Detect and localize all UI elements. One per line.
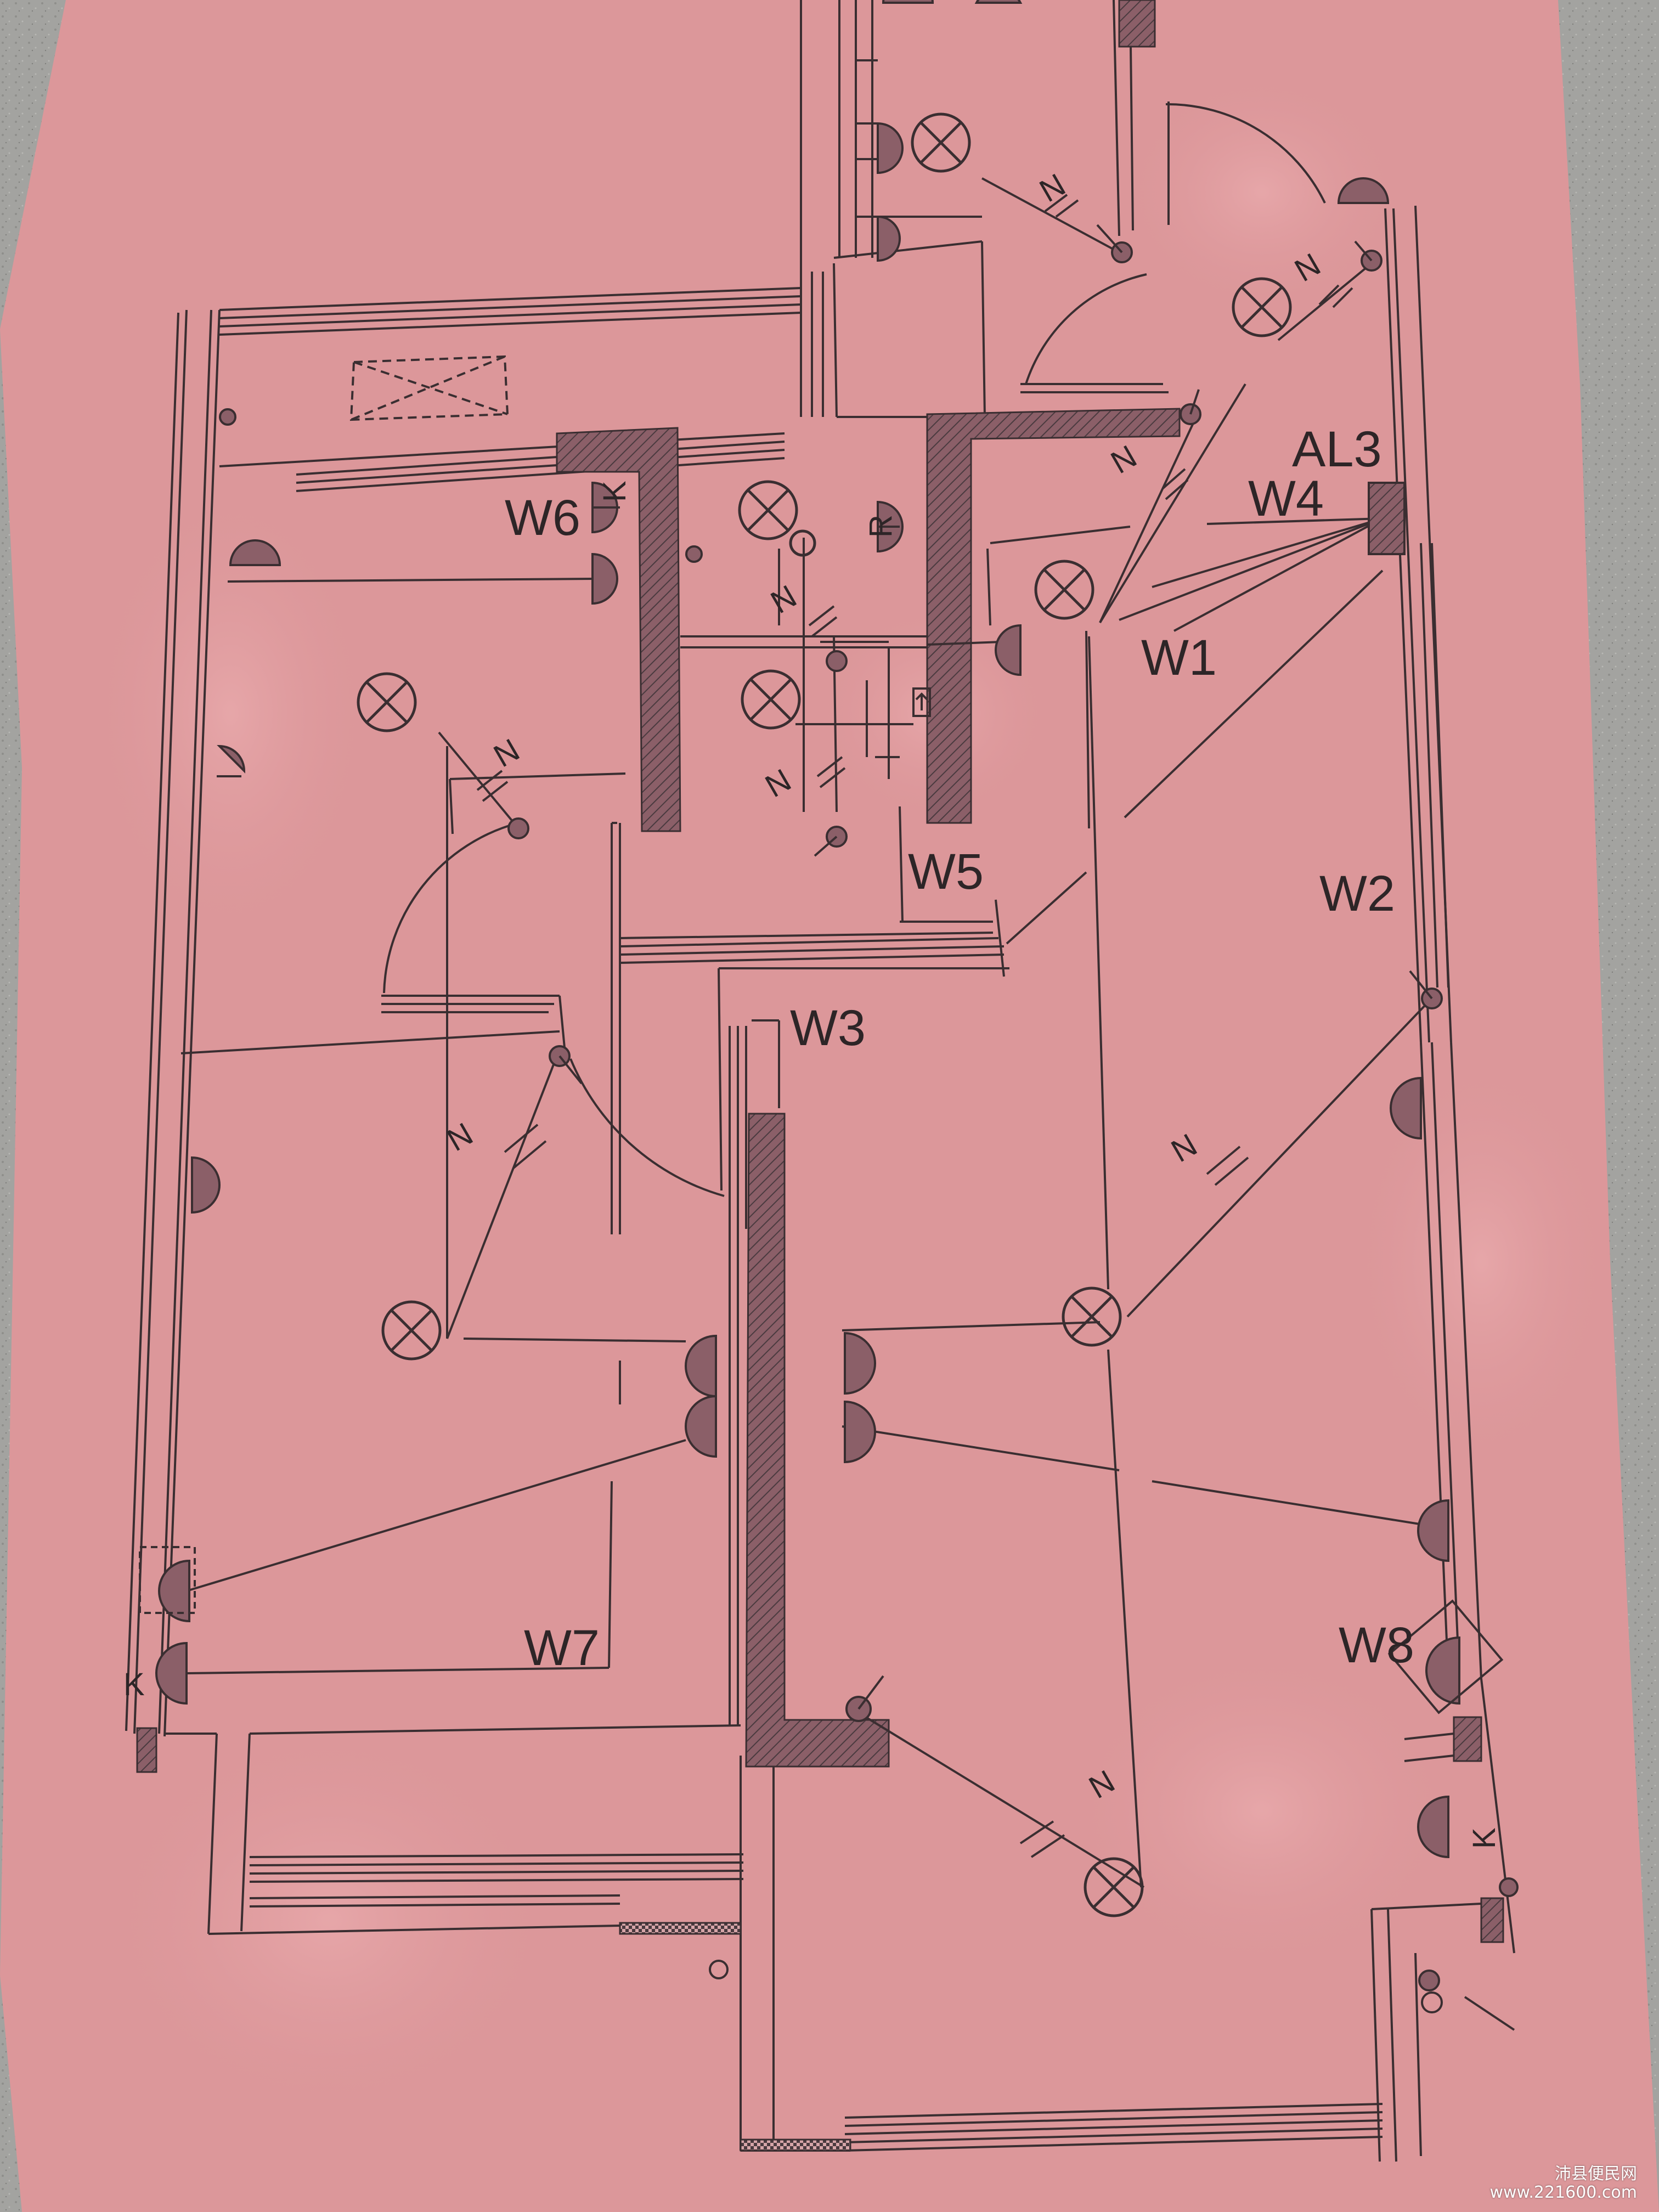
socket-hinge-marks	[139, 506, 1504, 1714]
circuit-wiring	[186, 59, 1427, 1888]
circuit-label-w4: W4	[1248, 471, 1324, 527]
wall-socket-icon	[217, 744, 246, 774]
circuit-label-w7: W7	[524, 1620, 600, 1676]
ventilation-box	[349, 355, 509, 421]
wall-socket-icon	[685, 1334, 717, 1398]
circuit-label-w3: W3	[790, 1000, 866, 1056]
wall-socket-icon	[591, 552, 618, 605]
circuit-label-w5: W5	[908, 844, 984, 900]
site-watermark: 沛县便民网 www.221600.com	[1489, 2165, 1637, 2202]
switch-lever-marks	[558, 224, 1515, 2031]
wall-socket-icon	[1417, 1795, 1449, 1859]
wall-socket-icon	[158, 1559, 190, 1623]
wall-socket-icon	[877, 215, 901, 262]
paper-wrinkle-shading	[88, 71, 1613, 2118]
conductor-tick-marks	[476, 194, 1353, 1858]
wall-socket-icon	[844, 1331, 876, 1395]
watermark-url: www.221600.com	[1489, 2183, 1637, 2202]
wall-socket-icon	[1417, 1499, 1449, 1562]
ceiling-light-small-icon	[789, 529, 816, 557]
wall-switch-icon	[685, 545, 703, 563]
distribution-panel-icon	[1368, 482, 1406, 555]
panel-label-al3: AL3	[1292, 421, 1382, 477]
wall-socket-icon	[882, 0, 934, 4]
wall-socket-icon	[155, 1641, 188, 1705]
wall-socket-icon	[229, 539, 281, 566]
switch-mark: K	[123, 1667, 145, 1702]
wall-switch-icon	[507, 817, 529, 839]
wall-switch-icon	[1418, 1970, 1440, 1991]
watermark-site-name: 沛县便民网	[1555, 2164, 1637, 2183]
wall-socket-icon	[1337, 177, 1390, 204]
circuit-labels: W1 W2 W3 W4 W5 W6 W7 W8 AL3	[505, 421, 1414, 1676]
circuit-label-w8: W8	[1339, 1617, 1414, 1673]
switch-mark: K	[1466, 1827, 1502, 1849]
wall-socket-icon	[1425, 1636, 1460, 1705]
switch-mark: K	[597, 481, 633, 502]
wall-switch-icon	[219, 408, 236, 426]
circuit-label-w6: W6	[505, 490, 580, 546]
wall-socket-icon	[974, 0, 1023, 4]
wall-switch-icon	[1499, 1877, 1519, 1897]
wall-socket-icon	[844, 1400, 876, 1464]
wall-socket-icon	[685, 1395, 717, 1458]
wall-switch-icon	[826, 650, 848, 672]
switch-mark: R	[863, 515, 899, 538]
wall-socket-icon	[995, 624, 1022, 676]
wall-socket-group	[155, 0, 1460, 1859]
wall-socket-icon	[191, 1156, 221, 1214]
wall-socket-icon	[1390, 1076, 1422, 1140]
wall-socket-icon	[877, 122, 904, 174]
circuit-label-w1: W1	[1141, 630, 1217, 686]
circuit-label-w2: W2	[1319, 866, 1395, 922]
